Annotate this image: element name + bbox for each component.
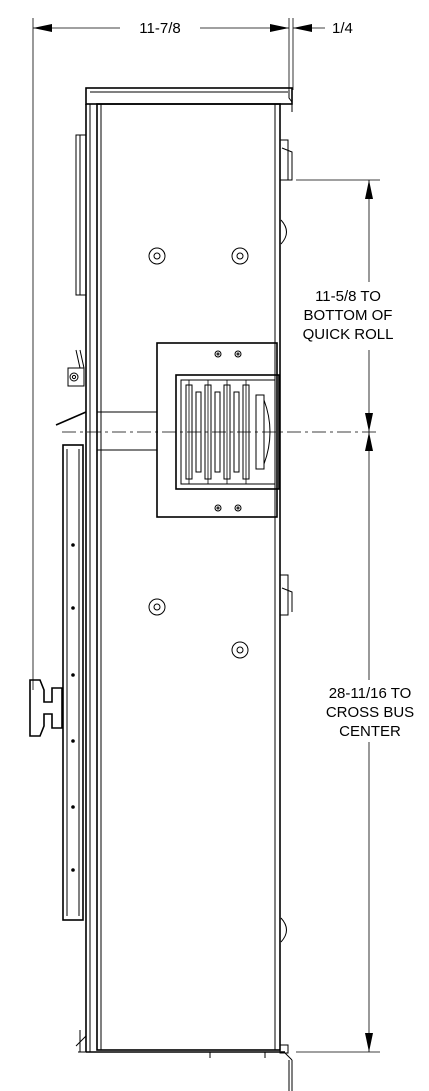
top-cap — [85, 87, 293, 105]
left-bracket — [67, 349, 85, 387]
callout-cross-bus-line3: CENTER — [339, 723, 401, 740]
upper-front-panel — [75, 134, 87, 296]
callout-quick-roll-line3: QUICK ROLL — [303, 326, 394, 343]
bottom-foot — [75, 1030, 96, 1053]
dim-width-offset: 1/4 — [332, 20, 353, 37]
callout-quick-roll-line2: BOTTOM OF — [304, 307, 393, 324]
height-dimensions: 11-5/8 TO BOTTOM OF QUICK ROLL 28-11/16 … — [296, 179, 414, 1053]
front-door — [62, 444, 84, 921]
right-side-hardware — [279, 90, 293, 1091]
enclosure-body — [85, 87, 293, 1058]
mounting-bolts — [148, 247, 249, 659]
bus-housing — [156, 342, 278, 518]
t-handle — [29, 679, 63, 737]
dim-width-total: 11-7/8 — [139, 20, 180, 37]
bus-assembly — [62, 342, 380, 518]
callout-quick-roll-line1: 11-5/8 TO — [315, 288, 381, 305]
door-panel — [62, 444, 84, 921]
enclosure-side — [96, 103, 281, 1051]
width-dimension: 11-7/8 1/4 — [32, 18, 353, 690]
callout-cross-bus-line1: 28-11/16 TO — [329, 685, 412, 702]
angled-lever — [55, 411, 87, 426]
cross-bus-pipe — [96, 411, 158, 451]
callout-cross-bus-line2: CROSS BUS — [326, 704, 414, 721]
